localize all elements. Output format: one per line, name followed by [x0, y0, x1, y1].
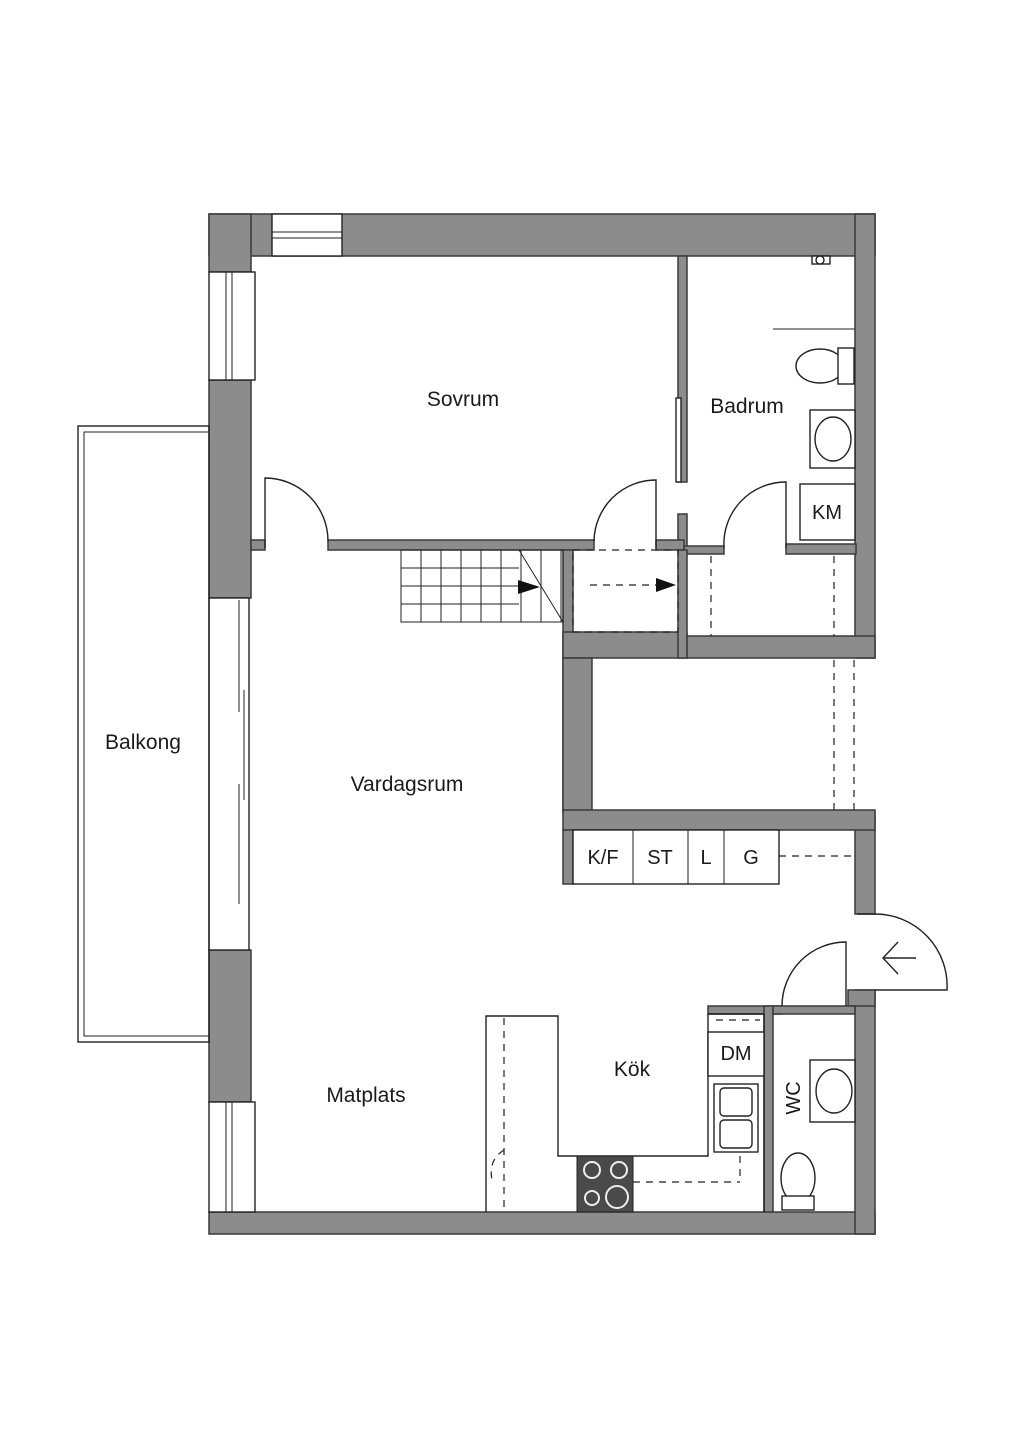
balcony: [77, 425, 210, 1043]
fixture-label-wc: WC: [783, 1081, 805, 1114]
shower-icon: [773, 255, 855, 330]
sink-icon: [713, 1083, 759, 1153]
room-label-matplats: Matplats: [326, 1084, 405, 1107]
fixture-label-g: G: [743, 847, 759, 869]
room-label-vardagsrum: Vardagsrum: [351, 773, 464, 796]
stair-direction-arrow-icon: [656, 578, 676, 592]
stove-icon: [576, 1155, 634, 1213]
entrance-arrow-icon: [882, 941, 916, 975]
windows: [208, 213, 343, 1213]
fixture-label-dm: DM: [720, 1043, 751, 1065]
room-label-kok: Kök: [614, 1058, 651, 1081]
room-label-badrum: Badrum: [710, 395, 784, 418]
sink-icon: [809, 1059, 856, 1123]
sink-icon: [809, 409, 856, 469]
fixture-label-km: KM: [812, 502, 842, 524]
bathroom-fixtures: [773, 255, 856, 541]
kitchen-counter: [485, 1013, 765, 1213]
dm-box: [707, 1031, 765, 1077]
toilet-icon: [795, 347, 855, 385]
stair-direction-arrow-icon: [518, 580, 540, 594]
toilet-icon: [780, 1152, 816, 1211]
fixture-label-l: L: [700, 847, 711, 869]
walls: [208, 213, 876, 1235]
fixture-label-st: ST: [647, 847, 673, 869]
kitchen-upper-cabinets: [572, 829, 780, 885]
doors: [264, 397, 948, 1007]
storage-outlines: [710, 556, 855, 857]
room-label-sovrum: Sovrum: [427, 388, 499, 411]
room-labels: Sovrum Badrum Balkong Vardagsrum Kök Mat…: [105, 388, 784, 1107]
fixture-labels: KM K/F ST L G DM WC: [587, 502, 842, 1115]
staircase: [400, 549, 679, 633]
wc-fixtures: [780, 1059, 856, 1211]
room-label-balkong: Balkong: [105, 731, 181, 754]
fixture-label-kf: K/F: [587, 847, 618, 869]
km-box: [799, 483, 856, 541]
